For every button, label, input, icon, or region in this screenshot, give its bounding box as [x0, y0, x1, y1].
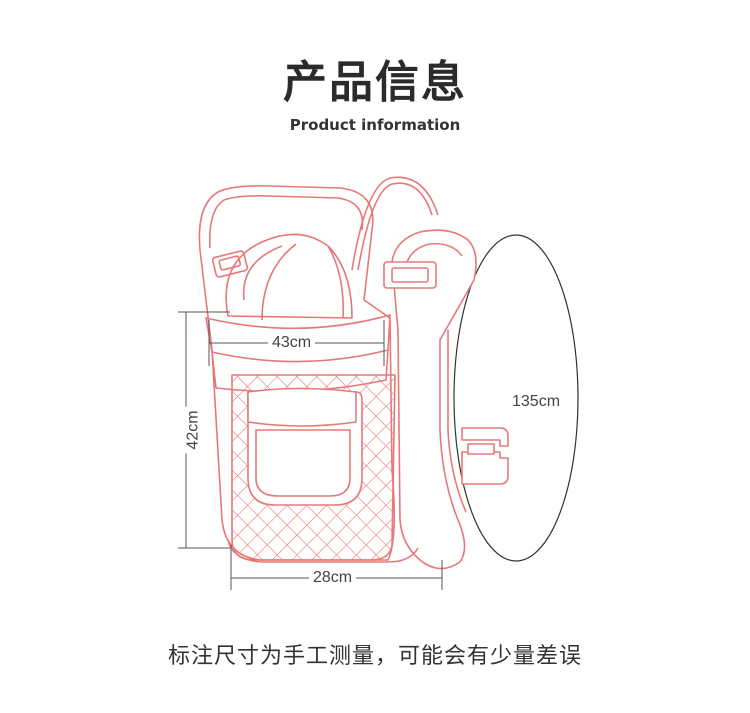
top-strap: [357, 182, 433, 271]
lid-dome: [225, 233, 353, 319]
dimension-width-bottom-label: 28cm: [309, 568, 357, 588]
backpack-outline: [198, 176, 509, 570]
left-lid-buckle: [211, 250, 249, 278]
measurement-note: 标注尺寸为手工测量，可能会有少量差误: [167, 644, 582, 669]
side-release-buckle: [461, 427, 509, 485]
dimension-width-top-label: 43cm: [268, 333, 316, 353]
dimension-strap-label: 135cm: [512, 393, 561, 410]
page-title: 产品信息: [283, 57, 467, 108]
dimension-height-label: 42cm: [183, 406, 204, 454]
strap-loop-ellipse: [453, 234, 579, 562]
bottom-base: [227, 539, 419, 563]
page-subtitle: Product information: [289, 116, 461, 134]
shoulder-strap: [391, 229, 477, 570]
mesh-pocket: [231, 374, 396, 561]
